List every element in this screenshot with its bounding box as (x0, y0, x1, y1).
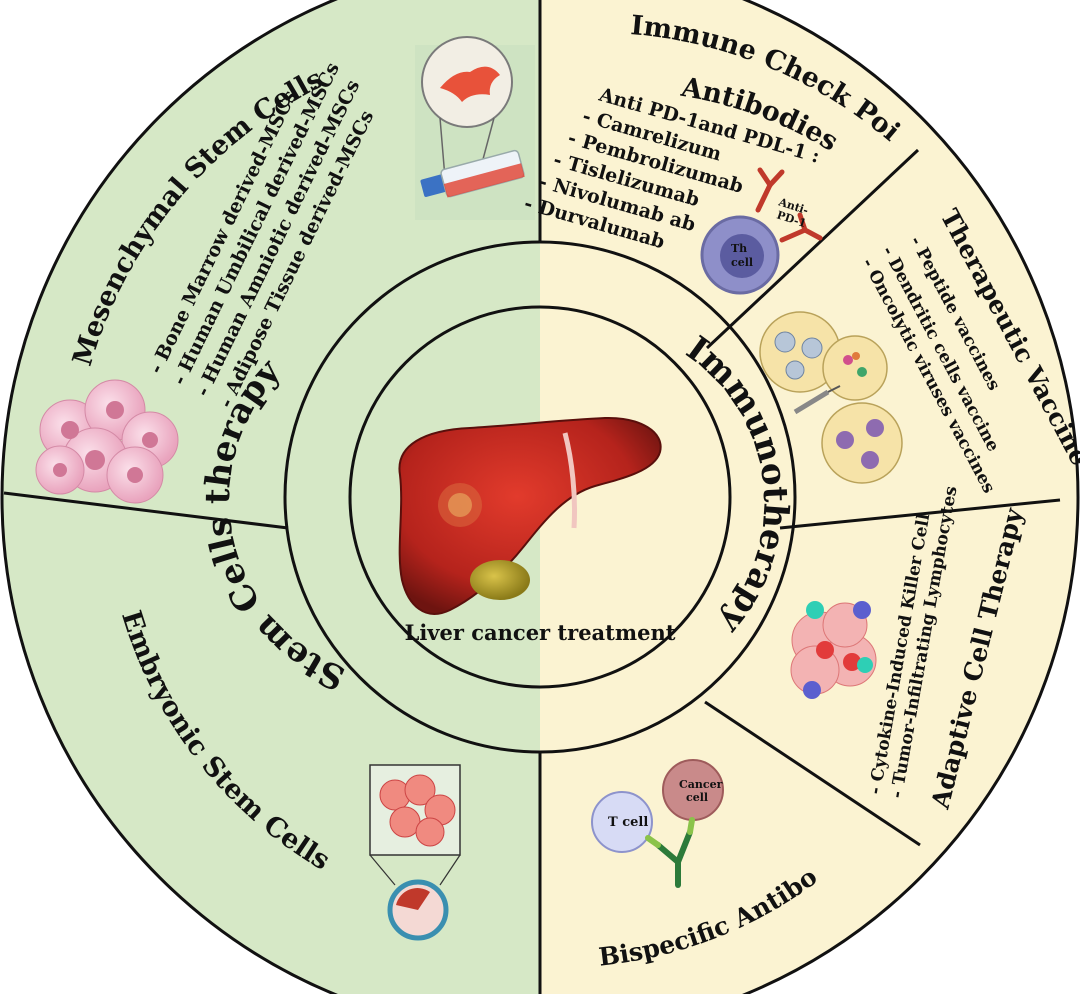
t-cell-icon: T cell (591, 791, 653, 853)
center-label: Liver cancer treatment (405, 620, 676, 645)
cancer-cell-label-2: cell (686, 791, 708, 804)
cell-cluster-icon (35, 379, 179, 504)
th-cell-label-2: cell (731, 256, 753, 269)
embryo-blastocyst-icon (369, 764, 461, 941)
vaccine-syringe-icon (759, 311, 903, 484)
culture-flask-icon (420, 149, 525, 198)
bispecific-antibody-icon (645, 817, 695, 888)
cancer-cell-icon: Cancer cell (662, 759, 724, 821)
tumor-cluster-icon (790, 601, 877, 699)
t-cell-label: T cell (608, 815, 648, 830)
th-cell-label: Th (731, 242, 747, 255)
th-cell-icon: Th cell (700, 215, 780, 295)
inner-ring (348, 305, 732, 689)
cancer-cell-label: Cancer (679, 778, 723, 791)
section-dividers (3, 0, 1061, 994)
liver-icon (398, 416, 662, 615)
